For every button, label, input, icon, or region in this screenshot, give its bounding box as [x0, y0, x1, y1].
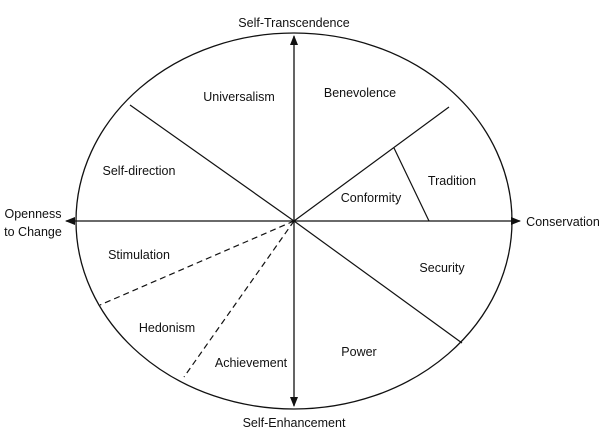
value-label-achievement: Achievement [215, 356, 288, 370]
value-label-power: Power [341, 345, 376, 359]
value-label-universalism: Universalism [203, 90, 275, 104]
value-label-tradition: Tradition [428, 174, 476, 188]
value-label-benevolence: Benevolence [324, 86, 396, 100]
axis-label-top: Self-Transcendence [238, 16, 349, 30]
divider-universalism-selfdirection [129, 104, 295, 222]
value-label-self-direction: Self-direction [103, 164, 176, 178]
axis-label-left-line2: to Change [4, 225, 62, 239]
divider-conformity-tradition [393, 147, 430, 222]
value-label-conformity: Conformity [341, 191, 402, 205]
divider-benevolence-tradition [293, 106, 450, 222]
divider-hedonism-achievement-dashed [183, 220, 295, 378]
value-label-stimulation: Stimulation [108, 248, 170, 262]
divider-stimulation-hedonism-dashed [99, 220, 295, 306]
divider-security-power [293, 220, 463, 344]
axis-label-bottom: Self-Enhancement [243, 416, 346, 430]
axis-label-left-line1: Openness [5, 207, 62, 221]
value-label-security: Security [419, 261, 465, 275]
value-label-hedonism: Hedonism [139, 321, 195, 335]
axis-label-right: Conservation [526, 215, 599, 229]
